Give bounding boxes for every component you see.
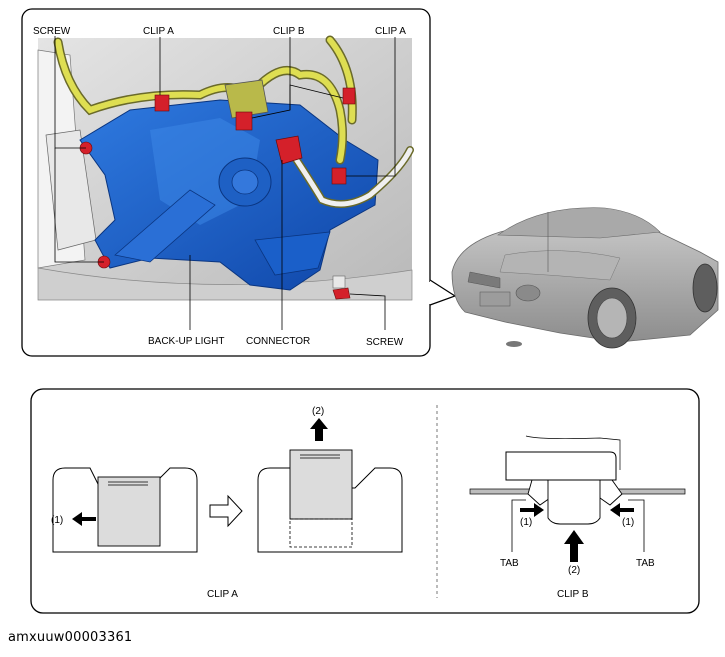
label-clip-a-top: CLIP A — [143, 26, 174, 37]
tab-left-label: TAB — [500, 558, 519, 569]
tab-right-label: TAB — [636, 558, 655, 569]
clip-b-step1-right-label: (1) — [622, 517, 634, 528]
clip-b-step1-left-label: (1) — [520, 517, 532, 528]
label-back-up-light: BACK-UP LIGHT — [148, 336, 225, 347]
component-view-panel: SCREW CLIP A CLIP B CLIP A BACK-UP LIGHT… — [21, 8, 457, 357]
clip-a-step1-label: (1) — [51, 515, 63, 526]
label-screw-top-left: SCREW — [33, 26, 71, 37]
label-connector: CONNECTOR — [246, 336, 310, 347]
clip-b-step2-label: (2) — [568, 565, 580, 576]
clip-removal-panel: (1) (2) CLIP A (1) (1) (2) TAB TAB CLIP … — [30, 388, 700, 614]
car-rear-illustration — [451, 207, 719, 349]
image-code: amxuuw00003361 — [8, 630, 133, 645]
label-screw-bottom: SCREW — [366, 337, 404, 348]
label-clip-a-top-right: CLIP A — [375, 26, 406, 37]
clip-a-caption: CLIP A — [207, 589, 238, 600]
clip-a-step2-label: (2) — [312, 406, 324, 417]
label-clip-b-top: CLIP B — [273, 26, 305, 37]
clip-b-caption: CLIP B — [557, 589, 589, 600]
